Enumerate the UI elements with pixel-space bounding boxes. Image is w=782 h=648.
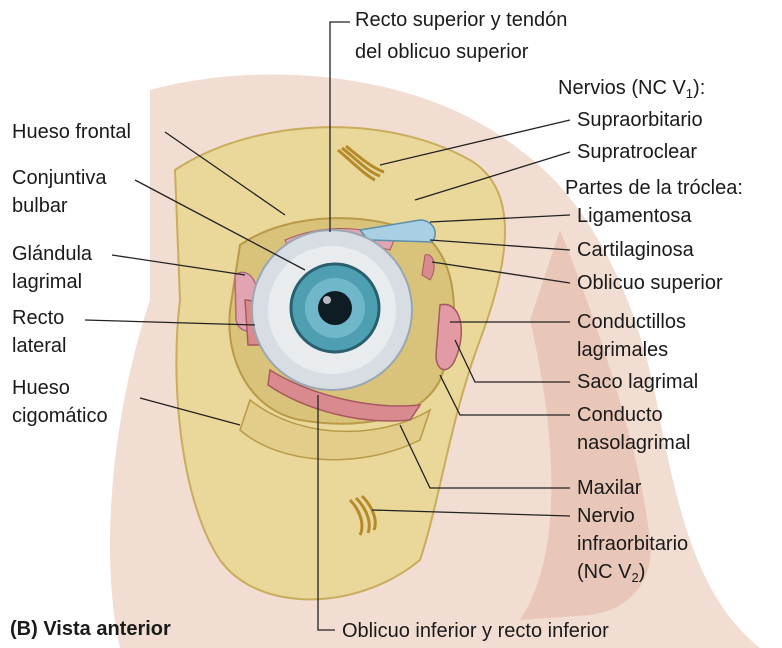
label-partes-troclea: Partes de la tróclea: [565,176,743,200]
label-recto-superior-line1: Recto superior y tendón [355,8,567,32]
label-nervios-sub: 1 [686,86,693,101]
label-nervio-infraorbitario-line2: infraorbitario [577,532,688,556]
label-nervios-prefix: Nervios (NC V [558,77,686,99]
label-cartilaginosa: Cartilaginosa [577,238,694,262]
label-glandula-line1: Glándula [12,242,92,266]
label-saco-lagrimal: Saco lagrimal [577,370,698,394]
label-oblicuo-superior: Oblicuo superior [577,271,723,295]
label-nervios-suffix: ): [693,77,705,99]
label-conducto-line1: Conducto [577,403,663,427]
figure-caption: (B) Vista anterior [10,618,171,641]
label-hueso-cigomatico-line1: Hueso [12,376,70,400]
label-conductillos-line1: Conductillos [577,310,686,334]
label-recto-lateral-line1: Recto [12,306,64,330]
pupil [318,291,352,325]
label-nervio-infraorbitario-line3: (NC V2) [577,560,645,590]
label-nc-v2-prefix: (NC V [577,561,631,583]
label-conductillos-line2: lagrimales [577,338,668,362]
label-recto-lateral-line2: lateral [12,334,66,358]
label-supraorbitario: Supraorbitario [577,108,703,132]
pupil-highlight [323,296,331,304]
label-nc-v2-suffix: ) [639,561,646,583]
label-glandula-line2: lagrimal [12,270,82,294]
label-nc-v2-sub: 2 [631,570,638,585]
label-conjuntiva-line2: bulbar [12,194,68,218]
label-nervios: Nervios (NC V1): [558,76,705,106]
label-maxilar: Maxilar [577,476,641,500]
label-ligamentosa: Ligamentosa [577,204,692,228]
label-nervio-infraorbitario-line1: Nervio [577,504,635,528]
label-recto-superior-line2: del oblicuo superior [355,40,528,64]
label-supratroclear: Supratroclear [577,140,697,164]
label-hueso-cigomatico-line2: cigomático [12,404,108,428]
label-conducto-line2: nasolagrimal [577,431,690,455]
label-conjuntiva-line1: Conjuntiva [12,166,107,190]
label-oblicuo-inferior: Oblicuo inferior y recto inferior [342,619,609,643]
label-hueso-frontal: Hueso frontal [12,120,131,144]
